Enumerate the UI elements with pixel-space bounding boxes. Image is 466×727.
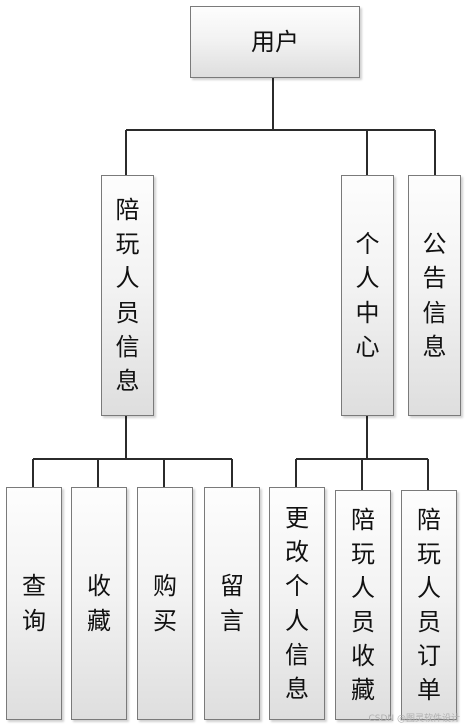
node-message: 留言	[204, 487, 260, 720]
node-label: 公告信息	[422, 230, 447, 361]
node-label: 更改个人信息	[284, 504, 309, 703]
node-companion-orders: 陪玩人员订单	[401, 490, 457, 720]
root-node-label: 用户	[251, 27, 299, 56]
node-favorite: 收藏	[71, 487, 127, 720]
root-node-user: 用户	[190, 6, 360, 78]
node-purchase: 购买	[137, 487, 193, 720]
node-label: 陪玩人员信息	[115, 196, 140, 395]
node-label: 陪玩人员收藏	[350, 505, 375, 705]
node-query: 查询	[6, 487, 62, 720]
node-label: 个人中心	[355, 230, 380, 361]
node-label: 购买	[152, 572, 177, 635]
node-announcements: 公告信息	[408, 175, 461, 416]
node-companion-info: 陪玩人员信息	[101, 175, 154, 416]
node-label: 陪玩人员订单	[416, 505, 441, 705]
node-personal-center: 个人中心	[341, 175, 394, 416]
node-companion-favorites: 陪玩人员收藏	[335, 490, 391, 720]
watermark: CSDN @图灵软件设计	[368, 714, 460, 724]
node-label: 收藏	[86, 572, 111, 635]
node-edit-personal-info: 更改个人信息	[269, 487, 325, 720]
node-label: 留言	[219, 572, 244, 635]
node-label: 查询	[21, 572, 46, 635]
